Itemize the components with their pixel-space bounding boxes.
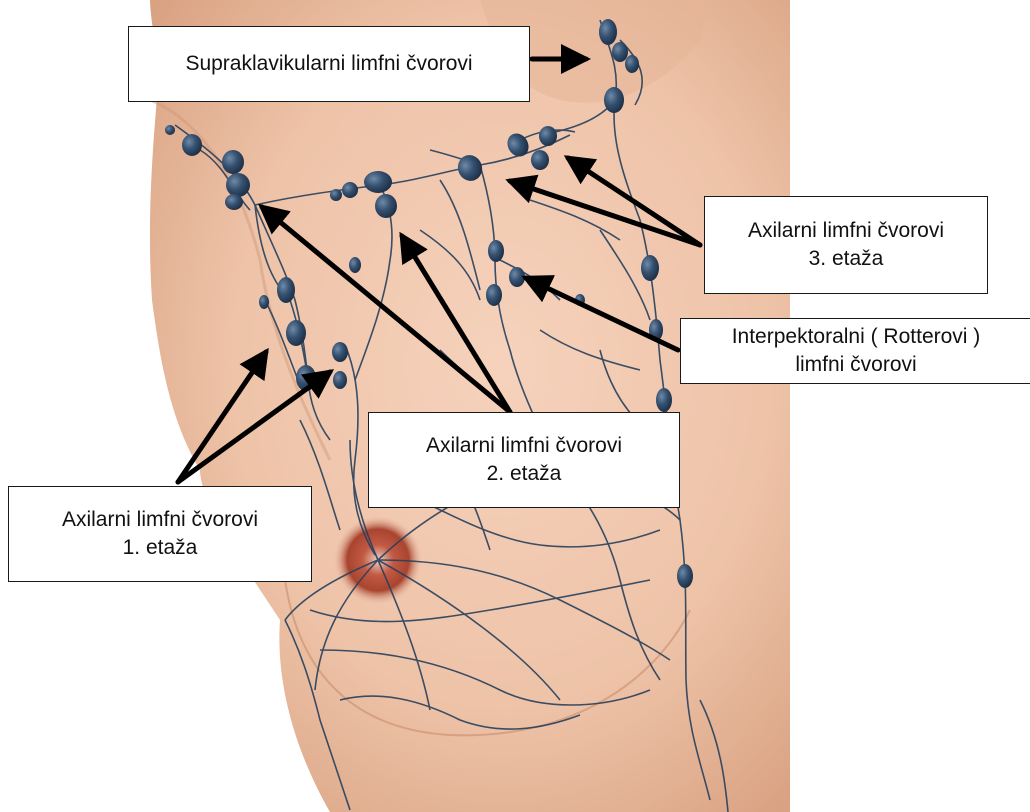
label-text-line1: Axilarni limfni čvorovi: [62, 506, 258, 534]
label-text: Supraklavikularni limfni čvorovi: [185, 50, 472, 78]
label-text-line2: 3. etaža: [748, 245, 944, 273]
label-text-line1: Axilarni limfni čvorovi: [748, 217, 944, 245]
label-text-line2: 2. etaža: [426, 460, 622, 488]
label-interpectoral-nodes: Interpektoralni ( Rotterovi ) limfni čvo…: [680, 318, 1030, 384]
label-text-line1: Axilarni limfni čvorovi: [426, 432, 622, 460]
label-text-line2: 1. etaža: [62, 534, 258, 562]
label-axillary-level-3: Axilarni limfni čvorovi 3. etaža: [704, 196, 988, 294]
label-axillary-level-2: Axilarni limfni čvorovi 2. etaža: [368, 412, 680, 508]
label-axillary-level-1: Axilarni limfni čvorovi 1. etaža: [8, 486, 312, 582]
label-supraclavicular-nodes: Supraklavikularni limfni čvorovi: [128, 26, 530, 102]
label-text-line1: Interpektoralni ( Rotterovi ): [732, 323, 981, 351]
torso-shape: [150, 0, 790, 812]
label-text-line2: limfni čvorovi: [732, 351, 981, 379]
